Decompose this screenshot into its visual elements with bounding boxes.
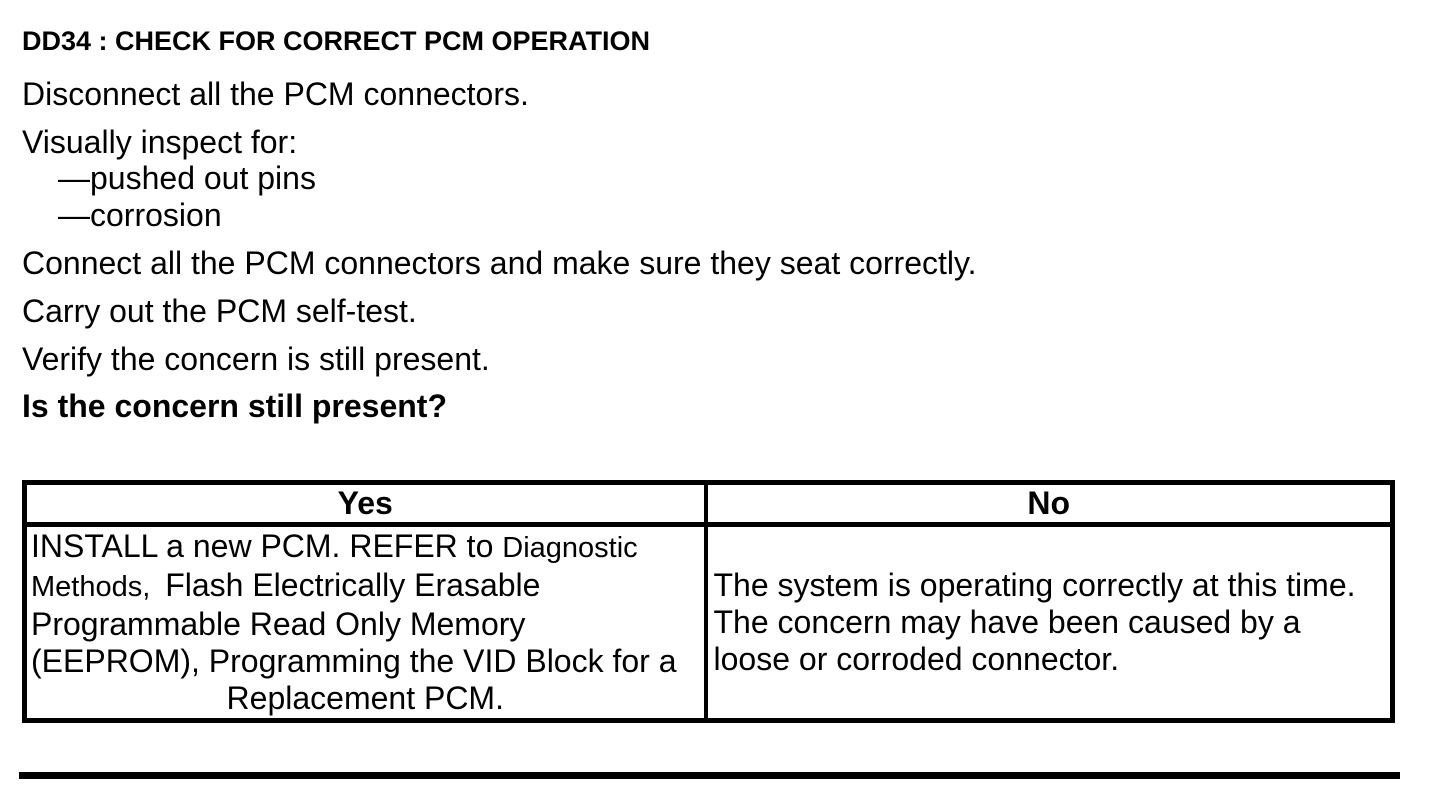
yes-line2-ref: Methods, [31, 571, 151, 603]
yes-header-cell: Yes [22, 480, 708, 527]
no-cell-line: The concern may have been caused by a [713, 604, 1301, 640]
step-inspect: Visually inspect for: [22, 124, 298, 160]
decision-question: Is the concern still present? [22, 388, 447, 424]
yes-cell-line: (EEPROM), Programming the VID Block for … [31, 643, 677, 679]
yes-result-cell: INSTALL a new PCM. REFER to Diagnostic M… [22, 522, 708, 723]
decision-table-header-row: Yes No [22, 480, 1395, 527]
yes-cell-line: Programmable Read Only Memory [31, 606, 526, 642]
no-cell-line: loose or corroded connector. [713, 641, 1120, 677]
yes-line1-main: INSTALL a new PCM. REFER to [31, 528, 503, 565]
page-bottom-divider [19, 772, 1400, 779]
step-disconnect: Disconnect all the PCM connectors. [22, 76, 529, 112]
yes-cell-line: Replacement PCM. [226, 680, 504, 716]
yes-line1-ref: Diagnostic [502, 532, 638, 564]
decision-table: Yes No INSTALL a new PCM. REFER to Diagn… [22, 480, 1395, 723]
step-verify: Verify the concern is still present. [22, 341, 490, 377]
yes-line2-main: Flash Electrically Erasable [156, 567, 541, 603]
yes-cell-line: INSTALL a new PCM. REFER to Diagnostic [31, 528, 700, 568]
procedure-title: DD34 : CHECK FOR CORRECT PCM OPERATION [22, 26, 651, 56]
step-self-test: Carry out the PCM self-test. [22, 293, 417, 329]
list-item-pushed-out-pins: —pushed out pins [58, 160, 316, 196]
no-result-cell: The system is operating correctly at thi… [703, 522, 1395, 723]
decision-table-body-row: INSTALL a new PCM. REFER to Diagnostic M… [22, 522, 1395, 723]
no-cell-line: The system is operating correctly at thi… [713, 567, 1356, 603]
list-item-corrosion: —corrosion [58, 197, 222, 233]
no-header-cell: No [703, 480, 1395, 527]
step-connect: Connect all the PCM connectors and make … [22, 245, 977, 281]
inspect-list: —pushed out pins —corrosion [22, 160, 1390, 234]
yes-cell-line: Methods, Flash Electrically Erasable [31, 567, 700, 606]
